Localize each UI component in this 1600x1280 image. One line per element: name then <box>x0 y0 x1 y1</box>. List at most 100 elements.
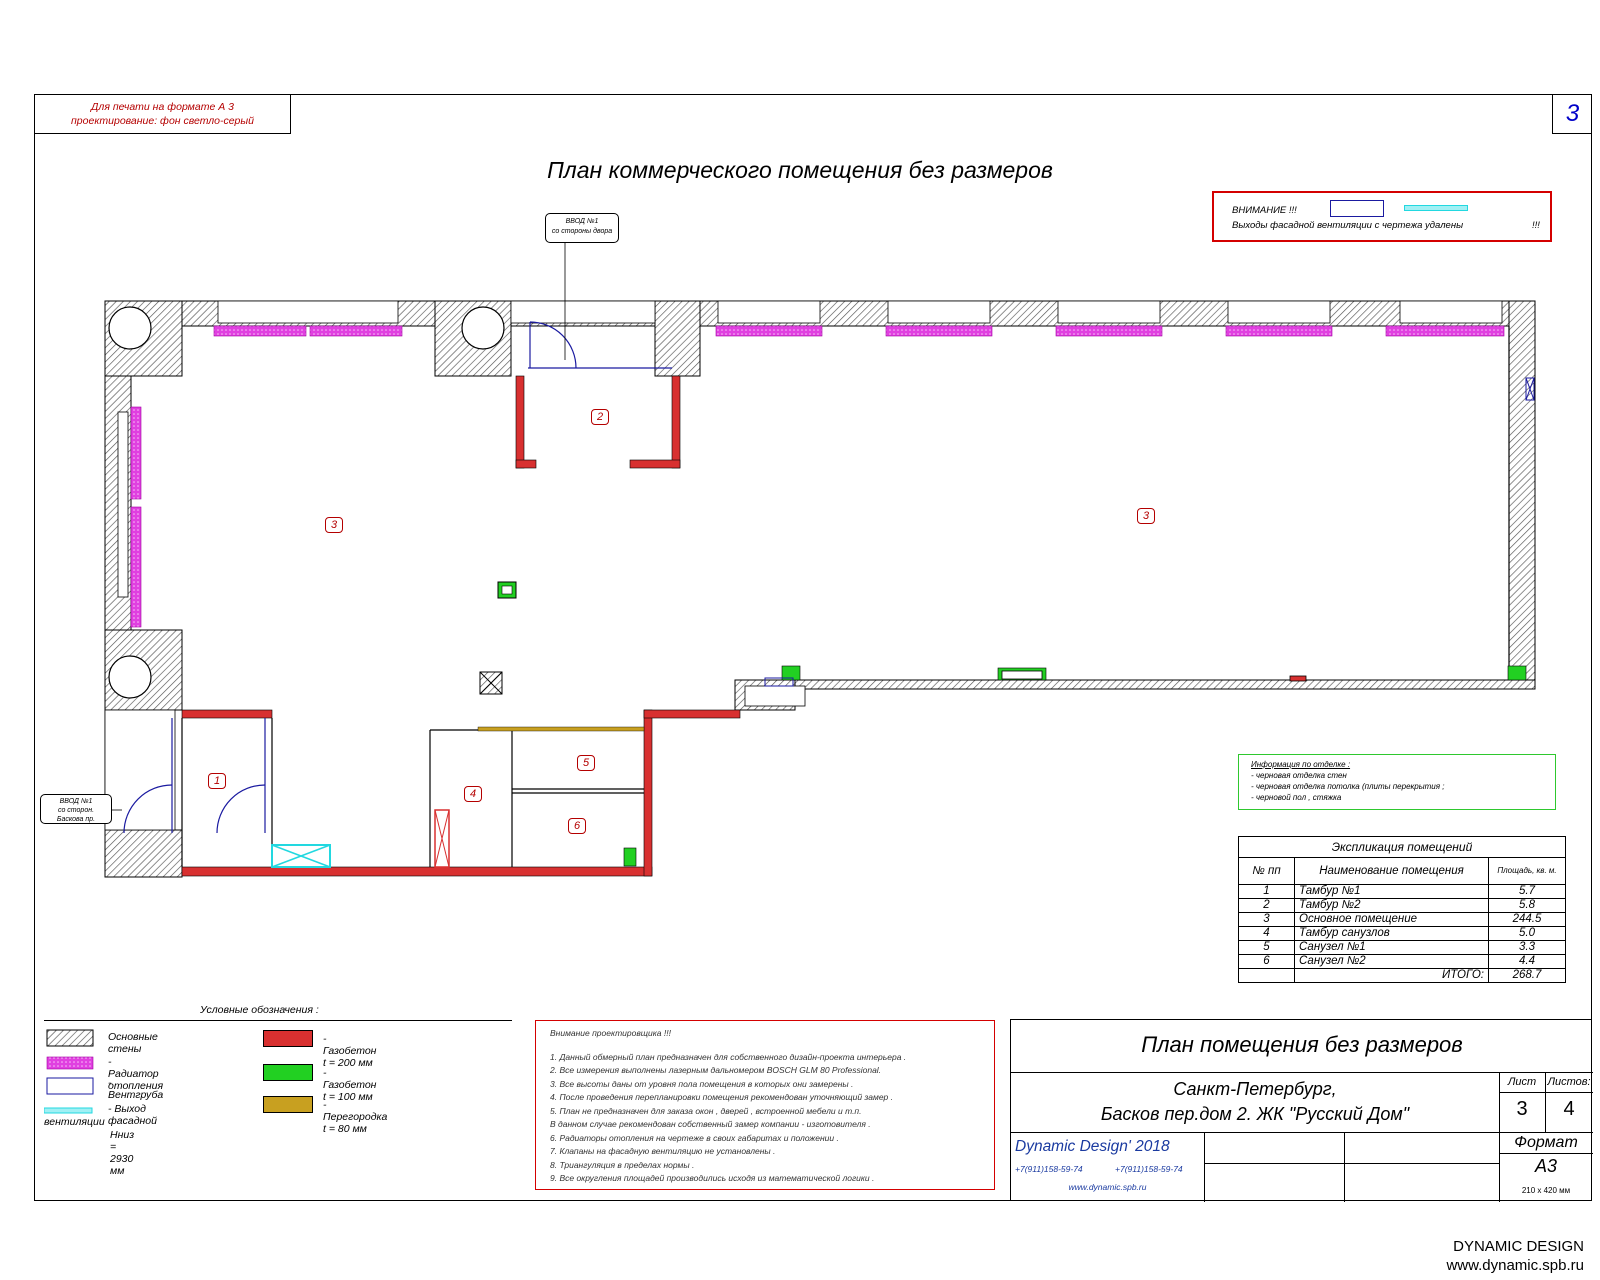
legend-gas200-swatch <box>263 1030 313 1047</box>
notes-item: 9. Все округления площадей производились… <box>550 1173 875 1183</box>
shaft-box <box>434 809 450 868</box>
stamp-format-value: А3 <box>1534 1156 1558 1176</box>
gas-concrete-200-walls <box>181 375 741 877</box>
drawing-frame <box>34 94 1592 1201</box>
warning-text: Выходы фасадной вентиляции с чертежа уда… <box>1232 220 1464 231</box>
stamp-title: План помещения без размеров <box>1141 1032 1463 1057</box>
legend-facade-vent-height: Нниз = 2930 мм <box>110 1129 135 1177</box>
legend-radiator: - Радиатор отопления <box>108 1056 164 1092</box>
vent-symbol-icon <box>1330 200 1384 217</box>
room-label-5: 5 <box>577 755 595 771</box>
callout-left-label: ВВОД №1 <box>59 798 93 805</box>
partition-ochre <box>477 726 645 732</box>
stamp-sheets-label: Листов: <box>1547 1076 1591 1088</box>
legend-gas100-swatch <box>263 1064 313 1081</box>
notes-item: 1. Данный обмерный план предназначен для… <box>550 1051 907 1062</box>
row-name: Тамбур №2 <box>1294 898 1489 913</box>
notes-item: 3. Все высоты даны от уровня пола помеще… <box>550 1078 854 1089</box>
designer-notes: Внимание проектировщика !!! 1. Данный об… <box>535 1020 995 1190</box>
notes-item: 7. Клапаны на фасадную вентиляцию не уст… <box>550 1146 776 1156</box>
brand: DYNAMIC DESIGN www.dynamic.spb.ru <box>1446 1237 1584 1275</box>
title-block: План помещения без размеров Санкт-Петерб… <box>1010 1019 1593 1202</box>
stamp-sheet-label: Лист <box>1507 1076 1537 1088</box>
explication-header-name: Наименование помещения <box>1294 857 1489 885</box>
row-num: 4 <box>1238 926 1295 941</box>
row-name: Тамбур №1 <box>1294 884 1489 899</box>
columns <box>479 581 517 695</box>
stamp-site: www.dynamic.spb.ru <box>1068 1182 1147 1192</box>
total-value: 268.7 <box>1488 968 1566 983</box>
callout-top-sub: со стороны двора <box>551 228 613 235</box>
warning-suffix: !!! <box>1532 220 1540 231</box>
row-area: 5.0 <box>1488 926 1566 941</box>
room-label-3a: 3 <box>325 517 343 533</box>
brand-name: DYNAMIC DESIGN <box>1453 1238 1584 1255</box>
legend-swatches-left <box>44 1029 94 1114</box>
explication-title: Экспликация помещений <box>1238 836 1566 858</box>
finishing-info: Информация по отделке : - черновая отдел… <box>1238 754 1556 810</box>
legend-title: Условные обозначения : <box>200 1004 319 1016</box>
row-num: 3 <box>1238 912 1295 927</box>
window-openings <box>104 300 1503 831</box>
explication-table: Экспликация помещений № пп Наименование … <box>1238 836 1566 983</box>
warning-title: ВНИМАНИЕ !!! <box>1232 205 1297 216</box>
row-name: Санузел №2 <box>1294 954 1489 969</box>
callout-top: ВВОД №1 со стороны двора <box>545 213 619 243</box>
room-label-6: 6 <box>568 818 586 834</box>
row-area: 3.3 <box>1488 940 1566 955</box>
row-num: 6 <box>1238 954 1295 969</box>
legend-gas100: - Газобетон t = 100 мм <box>323 1067 377 1103</box>
plan-title: План коммерческого помещения без размеро… <box>547 157 1053 183</box>
print-note: Для печати на формате А 3 проектирование… <box>34 94 291 134</box>
finishing-info-item: - черновая отделка стен <box>1251 771 1347 780</box>
facade-vent-symbol-icon <box>1404 205 1468 211</box>
facade-vent-outlet <box>271 844 331 868</box>
stamp-format-size: 210 x 420 мм <box>1521 1186 1571 1195</box>
legend-rule <box>44 1020 512 1021</box>
legend-partition-swatch <box>263 1096 313 1113</box>
finishing-info-item: - черновая отделка потолка (плиты перекр… <box>1251 782 1445 791</box>
room-label-1: 1 <box>208 773 226 789</box>
room-label-4: 4 <box>464 786 482 802</box>
notes-item: 6. Радиаторы отопления на чертеже в свои… <box>550 1132 839 1143</box>
callout-left: ВВОД №1 со сторон. Баскова пр. <box>40 794 112 824</box>
callout-top-label: ВВОД №1 <box>565 218 599 225</box>
row-name: Основное помещение <box>1294 912 1489 927</box>
notes-item: В данном случае рекомендован собственный… <box>550 1119 871 1129</box>
legend-vent-pipe: - Вентгруба <box>108 1077 164 1101</box>
doors <box>123 321 672 834</box>
total-label: ИТОГО: <box>1294 968 1489 983</box>
notes-item: 8. Триангуляция в пределах нормы . <box>550 1159 695 1170</box>
stamp-sheets-value: 4 <box>1563 1098 1575 1120</box>
legend-main-walls: Основные стены <box>108 1031 158 1055</box>
stamp-phone2: +7(911)158-59-74 <box>1115 1164 1183 1174</box>
notes-item: 4. После проведения перепланировки помещ… <box>550 1092 893 1102</box>
explication-header-area: Площадь, кв. м. <box>1488 857 1566 885</box>
row-num: 5 <box>1238 940 1295 955</box>
stamp-phone1: +7(911)158-59-74 <box>1015 1164 1083 1174</box>
notes-title: Внимание проектировщика !!! <box>550 1028 671 1038</box>
riser-marks <box>764 377 1535 687</box>
notes-item: 5. План не предназначен для заказа окон … <box>550 1105 862 1116</box>
print-note-line1: Для печати на формате А 3 <box>91 101 234 113</box>
stamp-address-line2: Басков пер.дом 2. ЖК "Русский Дом" <box>1100 1104 1410 1124</box>
row-area: 4.4 <box>1488 954 1566 969</box>
legend-facade-vent-2: вентиляции <box>44 1116 105 1128</box>
legend-partition: - Перегородка t = 80 мм <box>323 1099 388 1135</box>
table-row-total: ИТОГО:268.7 <box>1238 968 1566 983</box>
stamp-company: Dynamic Design' 2018 <box>1015 1138 1170 1155</box>
radiators <box>130 325 1505 628</box>
callout-left-sub1: со сторон. <box>57 807 95 814</box>
row-area: 5.7 <box>1488 884 1566 899</box>
explication-header-num: № пп <box>1238 857 1295 885</box>
finishing-info-item: - черновой пол , стяжка <box>1251 793 1342 802</box>
sheet-number: 3 <box>1552 94 1592 134</box>
stamp-address-line1: Санкт-Петербург, <box>1173 1079 1337 1099</box>
